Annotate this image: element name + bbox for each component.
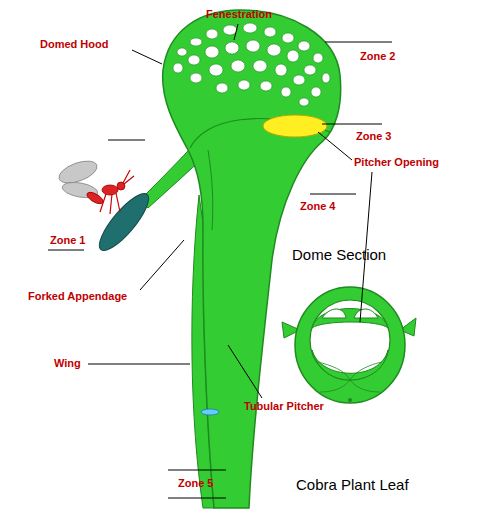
- part-label: Zone 1: [50, 234, 85, 247]
- figure-caption: Cobra Plant Leaf: [296, 476, 409, 494]
- part-label: Fenestration: [206, 8, 272, 21]
- pitcher-opening: [263, 115, 327, 137]
- appendage-lobe: [92, 187, 155, 256]
- wasp: [56, 157, 134, 214]
- leader-lines: [48, 24, 392, 498]
- blue-spot: [201, 409, 219, 415]
- part-label: Zone 5: [178, 477, 213, 490]
- part-label: Wing: [54, 357, 81, 370]
- part-label: Pitcher Opening: [354, 156, 439, 169]
- part-label: Zone 4: [300, 200, 335, 213]
- part-label: Tubular Pitcher: [244, 400, 324, 413]
- part-label: Domed Hood: [40, 38, 108, 51]
- neck-line: [208, 150, 213, 230]
- part-label: Zone 2: [360, 50, 395, 63]
- part-label: Dome Section: [292, 246, 386, 264]
- dome-section-figure: [282, 287, 416, 403]
- fenestrations: [173, 23, 330, 106]
- part-label: Zone 3: [356, 130, 391, 143]
- part-label: Forked Appendage: [28, 290, 127, 303]
